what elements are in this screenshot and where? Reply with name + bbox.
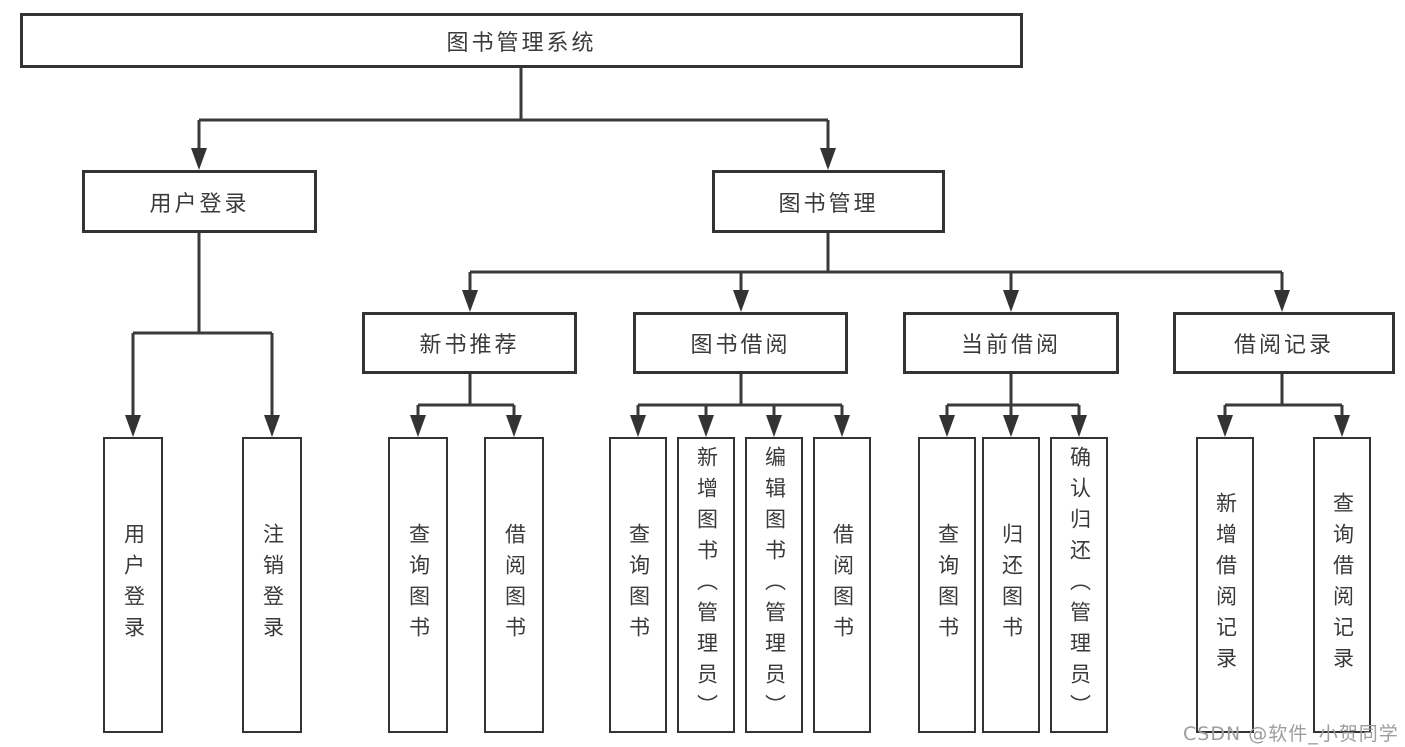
leaf-confirm-return-admin: 确认归还（管理员） [1050, 437, 1108, 733]
leaf-query-books-borrow: 查询图书 [609, 437, 667, 733]
node-book-borrowing-label: 图书借阅 [690, 333, 791, 358]
node-book-borrowing: 图书借阅 [633, 312, 848, 374]
leaf-query-borrow-record: 查询借阅记录 [1313, 437, 1371, 733]
leaf-query-books-current-label: 查询图书 [935, 523, 960, 647]
leaf-edit-books-admin: 编辑图书（管理员） [745, 437, 803, 733]
leaf-return-books-label: 归还图书 [999, 523, 1024, 647]
leaf-query-books-recommend-label: 查询图书 [406, 523, 431, 647]
node-root-label: 图书管理系统 [446, 30, 597, 56]
node-borrowing-records: 借阅记录 [1173, 312, 1395, 374]
leaf-return-books: 归还图书 [982, 437, 1040, 733]
leaf-borrow-books-recommend-label: 借阅图书 [502, 523, 527, 647]
watermark: CSDN @软件_小贺同学 [1183, 723, 1399, 745]
leaf-user-login-label: 用户登录 [121, 523, 146, 647]
leaf-edit-books-admin-label: 编辑图书（管理员） [762, 445, 787, 725]
leaf-query-books-borrow-label: 查询图书 [626, 523, 651, 647]
leaf-add-books-admin: 新增图书（管理员） [677, 437, 735, 733]
leaf-add-borrow-record: 新增借阅记录 [1196, 437, 1254, 733]
leaf-borrow-books-recommend: 借阅图书 [484, 437, 544, 733]
node-book-management: 图书管理 [712, 170, 945, 233]
node-new-book-recommendation: 新书推荐 [362, 312, 577, 374]
node-current-borrowing: 当前借阅 [903, 312, 1119, 374]
leaf-logout: 注销登录 [242, 437, 302, 733]
node-user-login-label: 用户登录 [149, 191, 250, 217]
leaf-query-borrow-record-label: 查询借阅记录 [1330, 492, 1355, 678]
arrowhead-icons [125, 148, 1350, 437]
leaf-logout-label: 注销登录 [260, 523, 285, 647]
node-user-login: 用户登录 [82, 170, 317, 233]
node-current-borrowing-label: 当前借阅 [960, 333, 1061, 358]
node-borrowing-records-label: 借阅记录 [1233, 333, 1334, 358]
leaf-confirm-return-admin-label: 确认归还（管理员） [1067, 445, 1092, 725]
node-book-management-label: 图书管理 [778, 191, 879, 217]
leaf-add-books-admin-label: 新增图书（管理员） [694, 445, 719, 725]
leaf-add-borrow-record-label: 新增借阅记录 [1213, 492, 1238, 678]
node-root: 图书管理系统 [20, 13, 1023, 68]
leaf-query-books-current: 查询图书 [918, 437, 976, 733]
leaf-user-login: 用户登录 [103, 437, 163, 733]
node-new-book-recommendation-label: 新书推荐 [419, 333, 520, 358]
leaf-borrow-books-label: 借阅图书 [830, 523, 855, 647]
leaf-query-books-recommend: 查询图书 [388, 437, 448, 733]
leaf-borrow-books: 借阅图书 [813, 437, 871, 733]
